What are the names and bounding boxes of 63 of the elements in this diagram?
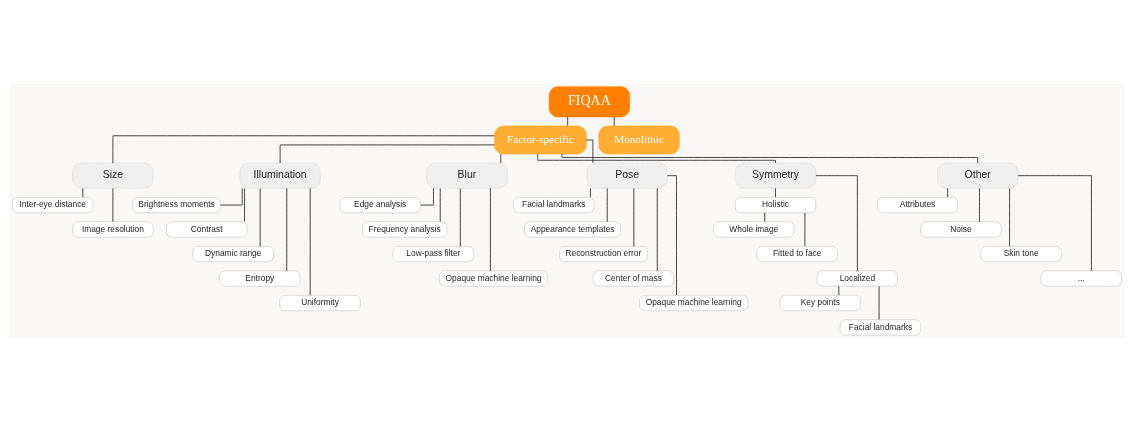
node-box: Brightness moments xyxy=(132,196,221,213)
node-box: Key points xyxy=(779,294,861,311)
node-box: Low-pass filter xyxy=(392,245,474,262)
connector xyxy=(286,187,288,271)
connector xyxy=(219,187,243,205)
node-box: Fitted to face xyxy=(756,245,838,262)
connector xyxy=(537,153,776,163)
connector xyxy=(1017,174,1092,271)
node-box: Opaque machine learning xyxy=(639,294,749,311)
node-box: Holistic xyxy=(734,196,817,213)
connector xyxy=(947,187,949,197)
node-box: Frequency analysis xyxy=(361,221,448,238)
connector xyxy=(561,153,979,163)
connector xyxy=(656,187,658,271)
connector xyxy=(439,187,441,222)
node-box: Illumination xyxy=(239,162,321,189)
connector xyxy=(420,187,434,205)
connector xyxy=(112,134,495,163)
connector xyxy=(244,187,245,222)
node-box: Monolithic xyxy=(598,125,680,154)
node-box: Factor-specific xyxy=(494,125,587,154)
node-box: Edge analysis xyxy=(339,196,421,213)
connector xyxy=(590,187,591,197)
node-box: Inter-eye distance xyxy=(12,196,94,213)
node-box: Reconstruction error xyxy=(559,245,648,262)
node-box: Entropy xyxy=(219,269,301,287)
node-box: Appearance templates xyxy=(524,221,621,238)
connector xyxy=(82,187,84,197)
node-box: Dynamic range xyxy=(192,245,274,262)
node-box: Facial landmarks xyxy=(839,318,922,336)
connector xyxy=(815,174,858,271)
connector xyxy=(279,143,495,163)
connector xyxy=(979,187,980,222)
node-box: Facial landmarks xyxy=(513,196,595,213)
connector xyxy=(667,174,677,296)
node-box: Pose xyxy=(586,162,668,189)
node-box: Localized xyxy=(816,269,898,287)
connector xyxy=(1009,187,1010,247)
connector xyxy=(633,187,635,247)
node-box: Other xyxy=(937,162,1019,189)
connector xyxy=(567,116,569,126)
node-box: Uniformity xyxy=(279,294,361,311)
node-box: Noise xyxy=(920,221,1002,238)
node-box: Whole image xyxy=(713,221,795,238)
node-box: Skin tone xyxy=(980,245,1062,262)
node-box: Opaque machine learning xyxy=(438,269,549,287)
node-box: Blur xyxy=(426,162,508,189)
node-box: Size xyxy=(72,162,154,189)
connector xyxy=(585,139,594,163)
node-box: FIQAA xyxy=(548,85,630,117)
node-box: ... xyxy=(1040,269,1122,287)
connector xyxy=(489,187,491,271)
node-box: Contrast xyxy=(166,221,248,238)
node-box: Attributes xyxy=(877,196,959,213)
node-box: Center of mass xyxy=(592,269,675,287)
connector xyxy=(775,187,776,197)
node-box: Image resolution xyxy=(72,221,154,238)
connector xyxy=(459,187,461,247)
connector xyxy=(606,187,608,222)
connector xyxy=(613,116,615,126)
connector xyxy=(309,187,311,296)
node-box: Symmetry xyxy=(734,162,817,189)
connector xyxy=(764,211,766,222)
